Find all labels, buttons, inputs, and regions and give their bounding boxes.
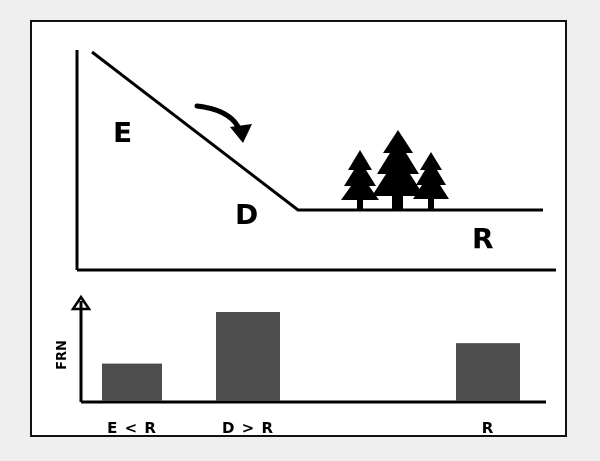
right-tree-icon [413,152,449,210]
slope-profile-line [91,50,543,212]
conifer-trees-icon [341,130,449,210]
frn-y-axis-arrowhead [70,294,92,311]
profile-panel: E D R [75,50,556,272]
tick-labels-group: E < R D > R R [107,419,495,437]
left-tree-icon [341,150,379,210]
frn-bar-0 [102,363,162,401]
frn-tick-label-2: R [482,419,495,437]
frn-bar-2 [456,343,520,401]
frn-tick-label-1: D > R [222,419,274,437]
frn-bar-1 [216,312,280,401]
deposition-zone-label: D [235,198,258,231]
erosion-zone-label: E [113,116,132,149]
frn-axis-title: FRN [55,340,70,370]
bars-group [102,312,520,401]
frn-tick-label-0: E < R [107,419,157,437]
frn-chart: FRN E < R D > R R [55,294,546,437]
reference-zone-label: R [472,222,494,255]
center-tree-icon [372,130,424,210]
curved-arrow-icon [194,103,252,143]
